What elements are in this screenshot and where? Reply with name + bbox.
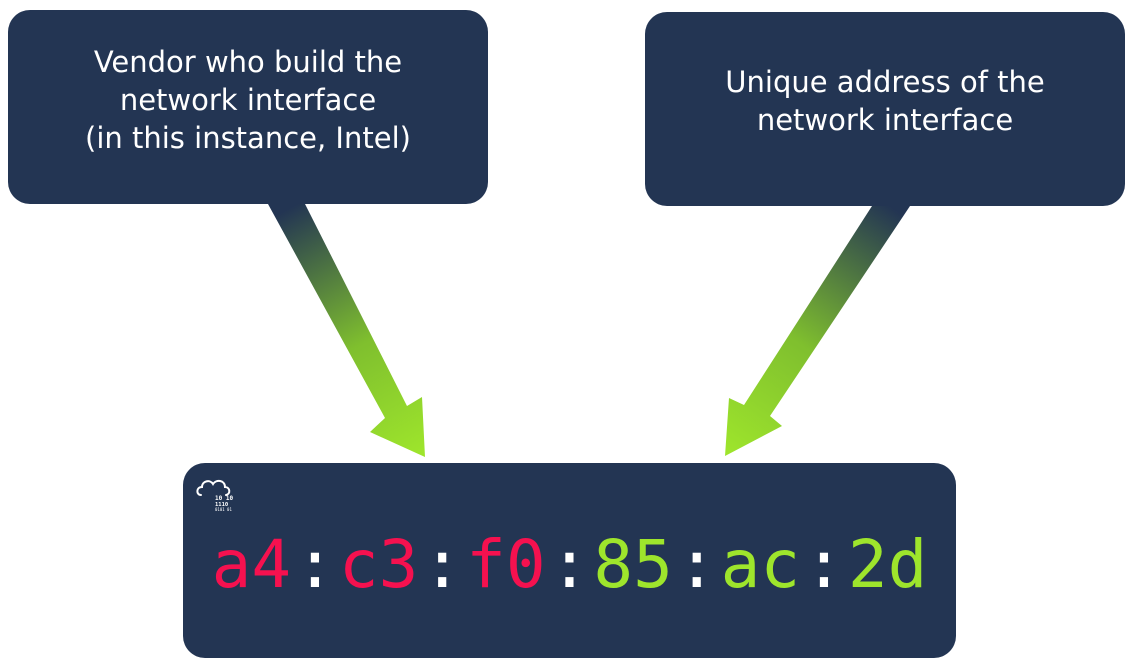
mac-octet-6: 2d bbox=[847, 526, 928, 603]
vendor-line-3: (in this instance, Intel) bbox=[85, 121, 411, 155]
unique-line-1: Unique address of the bbox=[725, 65, 1045, 99]
mac-separator: : bbox=[295, 526, 335, 603]
mac-separator: : bbox=[422, 526, 463, 603]
vendor-callout-text: Vendor who build the network interface (… bbox=[85, 43, 411, 157]
cloud-binary-icon: 10 10 1110 0101 01 bbox=[196, 479, 233, 512]
mac-octet-5: ac bbox=[720, 526, 801, 603]
mac-separator: : bbox=[676, 526, 717, 603]
mac-octet-3: f0 bbox=[466, 526, 546, 603]
mac-octet-1: a4 bbox=[211, 526, 292, 603]
mac-octet-4: 85 bbox=[593, 526, 673, 603]
mac-octet-2: c3 bbox=[338, 526, 419, 603]
mac-address-box: 10 10 1110 0101 01 a4:c3:f0:85:ac:2d bbox=[183, 463, 956, 658]
unique-arrow bbox=[725, 206, 910, 456]
mac-separator: : bbox=[804, 526, 844, 603]
mac-separator: : bbox=[549, 526, 590, 603]
svg-text:10 10: 10 10 bbox=[215, 495, 233, 502]
svg-text:0101 01: 0101 01 bbox=[215, 507, 232, 512]
mac-address: a4:c3:f0:85:ac:2d bbox=[212, 526, 928, 603]
vendor-callout: Vendor who build the network interface (… bbox=[8, 10, 488, 204]
unique-callout: Unique address of the network interface bbox=[645, 12, 1125, 206]
vendor-arrow bbox=[268, 204, 425, 457]
svg-text:1110: 1110 bbox=[215, 502, 228, 508]
vendor-line-1: Vendor who build the bbox=[93, 45, 403, 79]
unique-line-2: network interface bbox=[756, 103, 1014, 137]
unique-callout-text: Unique address of the network interface bbox=[725, 63, 1044, 139]
vendor-line-2: network interface bbox=[119, 83, 377, 117]
